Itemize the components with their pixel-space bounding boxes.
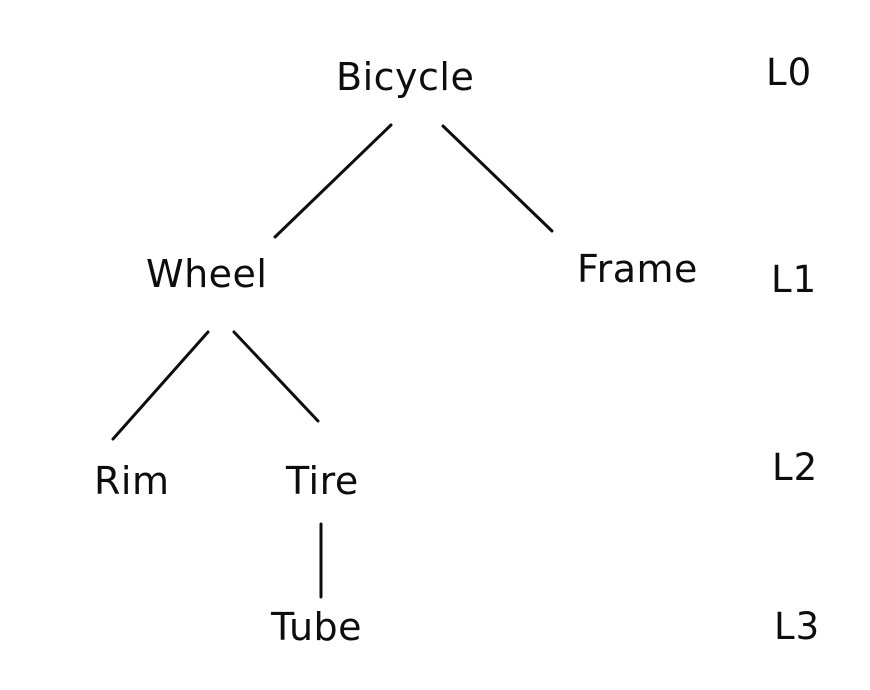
- node-tire[interactable]: Tire: [286, 459, 359, 503]
- node-rim[interactable]: Rim: [94, 459, 170, 503]
- node-tube[interactable]: Tube: [271, 605, 363, 649]
- level-label-l3: L3: [774, 605, 821, 648]
- level-label-l0: L0: [766, 51, 813, 94]
- level-label-l1: L1: [771, 258, 818, 301]
- level-label-l2: L2: [772, 446, 819, 489]
- edge-bicycle-wheel: [273, 123, 393, 239]
- node-frame[interactable]: Frame: [577, 247, 698, 291]
- node-wheel[interactable]: Wheel: [146, 252, 268, 296]
- edge-wheel-rim: [111, 330, 210, 441]
- node-bicycle[interactable]: Bicycle: [336, 55, 475, 99]
- edge-wheel-tire: [232, 330, 320, 423]
- edge-bicycle-frame: [441, 124, 554, 233]
